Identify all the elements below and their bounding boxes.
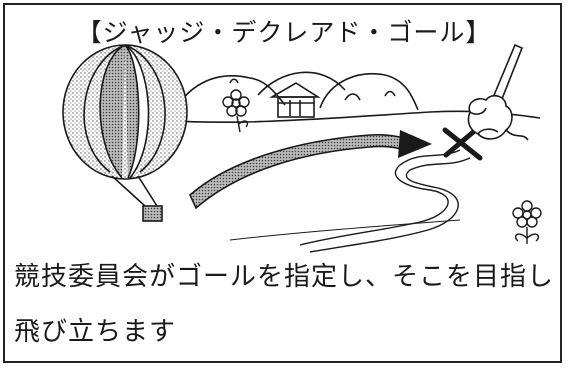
illustration-title: 【ジャッジ・デクレアド・ゴール】 bbox=[76, 18, 492, 47]
house-icon bbox=[269, 82, 321, 118]
caption-line-2: 飛び立ちます bbox=[14, 317, 177, 347]
flower-icon bbox=[222, 89, 250, 133]
caption-line-1: 競技委員会がゴールを指定し、そこを目指し bbox=[14, 262, 555, 292]
hand-with-marker-icon bbox=[467, 43, 529, 141]
winding-river bbox=[299, 149, 471, 253]
flower-icon bbox=[512, 200, 542, 244]
arrow-icon bbox=[189, 130, 432, 210]
hot-air-balloon-icon bbox=[62, 44, 188, 222]
x-target-mark bbox=[442, 125, 483, 161]
